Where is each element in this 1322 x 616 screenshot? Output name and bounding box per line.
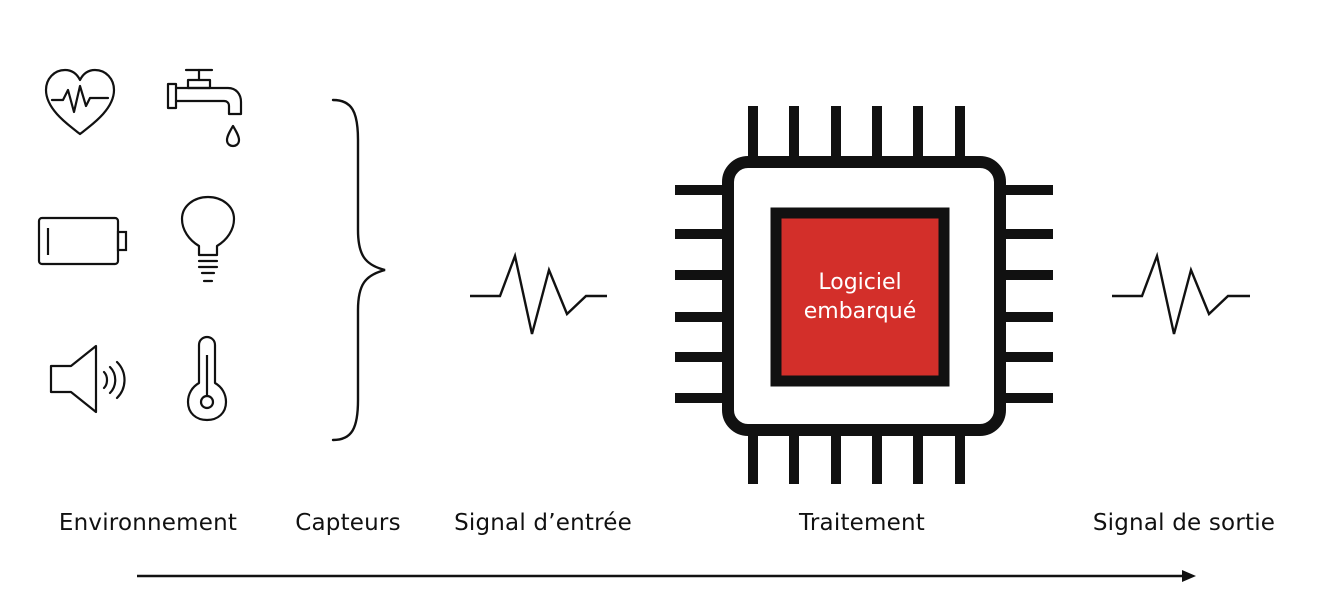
chip-pin-top	[872, 106, 882, 166]
stage-label-output-signal: Signal de sortie	[1092, 510, 1276, 536]
chip-pin-bottom	[872, 426, 882, 484]
chip-pin-bottom	[789, 426, 799, 484]
chip-pin-left	[675, 393, 732, 403]
chip-pin-right	[996, 312, 1053, 322]
microchip-icon	[675, 106, 1053, 484]
stage-label-environment: Environnement	[58, 510, 238, 536]
chip-pin-top	[831, 106, 841, 166]
chip-pin-left	[675, 352, 732, 362]
battery-icon	[37, 216, 128, 266]
chip-pin-top	[748, 106, 758, 166]
chip-pin-bottom	[748, 426, 758, 484]
chip-pin-bottom	[955, 426, 965, 484]
heart-rate-icon	[44, 68, 116, 136]
chip-pin-right	[996, 270, 1053, 280]
input-signal-waveform	[470, 251, 607, 335]
chip-pin-left	[675, 185, 732, 195]
output-signal-waveform	[1112, 251, 1250, 335]
light-bulb-icon	[180, 195, 236, 283]
chip-pin-right	[996, 185, 1053, 195]
stage-label-sensors: Capteurs	[295, 510, 401, 536]
chip-pin-right	[996, 352, 1053, 362]
chip-pin-right	[996, 393, 1053, 403]
chip-label-line1: Logiciel	[818, 270, 902, 295]
chip-pin-bottom	[831, 426, 841, 484]
chip-pin-bottom	[913, 426, 923, 484]
stage-label-input-signal: Signal d’entrée	[454, 510, 632, 536]
chip-pin-top	[955, 106, 965, 166]
chip-pin-left	[675, 270, 732, 280]
water-tap-icon	[166, 68, 243, 148]
chip-label-line2: embarqué	[803, 299, 917, 324]
chip-pin-right	[996, 229, 1053, 239]
chip-pin-top	[913, 106, 923, 166]
embedded-software-core	[770, 207, 950, 387]
sensors-brace	[331, 98, 386, 442]
chip-pin-top	[789, 106, 799, 166]
chip-pin-left	[675, 229, 732, 239]
stage-label-processing: Traitement	[799, 510, 925, 536]
flow-arrow	[137, 570, 1196, 582]
chip-label: Logiciel embarqué	[776, 213, 944, 381]
speaker-icon	[49, 344, 126, 414]
thermometer-icon	[186, 335, 228, 422]
chip-pin-left	[675, 312, 732, 322]
